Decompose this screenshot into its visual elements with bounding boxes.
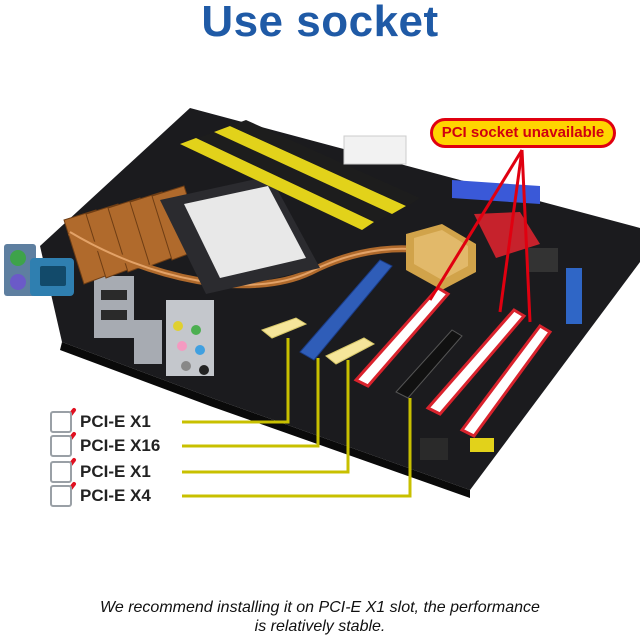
callout-pointers: [428, 149, 532, 323]
legend-item-pcie-x4: PCI-E X4: [50, 484, 180, 508]
usb-headers: [566, 268, 582, 324]
bios-chip: [420, 438, 448, 460]
header-pins: [470, 438, 494, 452]
io-usb-lan-block: [134, 320, 162, 364]
pci-unavailable-callout: PCI socket unavailable: [430, 118, 616, 148]
legend-label: PCI-E X1: [80, 412, 151, 431]
legend-label: PCI-E X16: [80, 436, 161, 455]
pcie-x1-slot-1: [260, 317, 308, 339]
legend-label: PCI-E X1: [80, 462, 151, 481]
pci-slot-2: [425, 308, 527, 416]
cpu-socket: [184, 186, 306, 278]
pci-highlight-top: [474, 212, 540, 258]
atx-power-connector: [343, 135, 407, 165]
checkbox-icon: [50, 461, 72, 483]
page-title: Use socket: [201, 0, 439, 46]
checkbox-icon: [50, 411, 72, 433]
pci-slot-1: [353, 286, 451, 388]
pcie-x16-slot: [299, 259, 393, 361]
pci-slot-3: [459, 324, 553, 438]
pcb-shadow: [60, 342, 470, 498]
legend-item-pcie-x1-2: PCI-E X1: [50, 460, 180, 484]
footer-line-2: is relatively stable.: [254, 618, 386, 635]
dimm-slots: [180, 120, 420, 230]
checkbox-icon: [50, 435, 72, 457]
pcie-x4-slot: [395, 329, 463, 399]
io-usb-block: [94, 276, 134, 338]
footer-line-1: We recommend installing it on PCI-E X1 s…: [100, 599, 540, 616]
checkbox-icon: [50, 485, 72, 507]
southbridge-chip: [528, 248, 558, 272]
slot-connector-lines: [182, 338, 412, 498]
legend-item-pcie-x16: PCI-E X16: [50, 434, 180, 458]
legend-label: PCI-E X4: [80, 486, 151, 505]
pcie-x1-slot-2: [325, 337, 376, 365]
legend-item-pcie-x1-1: PCI-E X1: [50, 410, 180, 434]
